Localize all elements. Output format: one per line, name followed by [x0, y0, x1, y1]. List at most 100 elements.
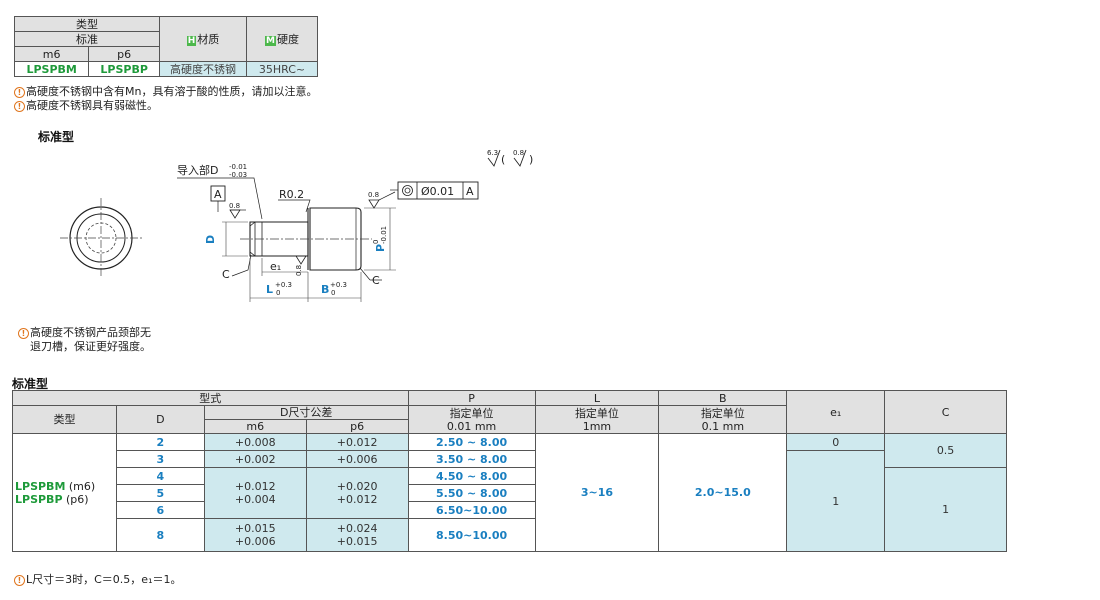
svg-text:-0.01: -0.01: [380, 226, 388, 244]
lead-in-tol-upper: -0.01: [229, 163, 247, 171]
table-row: 5 5.50 ~ 8.00: [13, 484, 1007, 502]
p6-tol: +0.012: [305, 433, 409, 451]
svg-text:0.8: 0.8: [229, 202, 240, 210]
header-type: 类型: [12, 405, 117, 434]
lead-in-label: 导入部D: [177, 163, 218, 177]
table-row: 3 +0.002 +0.006 3.50 ~ 8.00 1: [13, 450, 1007, 552]
p-range: 3.50 ~ 8.00: [407, 450, 536, 468]
warning-icon: !: [18, 327, 29, 339]
header-p: P: [407, 390, 536, 406]
svg-text:0: 0: [372, 240, 380, 244]
footnote: !L尺寸＝3时，C＝0.5，e₁＝1。: [14, 573, 181, 586]
b-label: B: [321, 283, 329, 296]
d-label: D: [204, 235, 217, 244]
svg-text:Ø0.01: Ø0.01: [421, 185, 454, 198]
svg-text:0: 0: [331, 289, 335, 297]
svg-text:): ): [529, 153, 533, 166]
warning-icon: !: [14, 574, 25, 586]
l-label: L: [266, 283, 273, 296]
e1-value: 0: [786, 433, 886, 451]
r-label: R0.2: [279, 188, 304, 201]
m6-header: m6: [13, 46, 90, 62]
type-cell: LPSPBM (m6) LPSPBP (p6): [12, 433, 117, 552]
d-value: 8: [115, 518, 205, 552]
note-mid-2: 退刀槽，保证更好强度。: [30, 340, 151, 353]
technical-drawing: 6.3 ( 0.8 ) 导入部D -0.01 -0.03 A 0.8 R0.2 …: [60, 149, 533, 302]
svg-text:0.8: 0.8: [368, 191, 379, 199]
p6-tol: +0.006: [305, 450, 409, 468]
svg-text:+0.3: +0.3: [275, 281, 292, 289]
code-p6: LPSPBP: [88, 61, 160, 77]
table-row: 8 +0.015+0.006 +0.024+0.015 8.50~10.00: [13, 518, 1007, 552]
c-label-right: C: [372, 274, 380, 287]
surface-roughness-symbol: 6.3 ( 0.8 ): [487, 149, 533, 167]
svg-text:+0.3: +0.3: [330, 281, 347, 289]
svg-text:A: A: [214, 188, 222, 201]
e1-value: 1: [786, 450, 886, 552]
pin-side-view: [240, 207, 372, 271]
p-range: 8.50~10.00: [407, 518, 536, 552]
c-label-left: C: [222, 268, 230, 281]
p6-tol: +0.020+0.012: [305, 467, 409, 519]
d-value: 4: [115, 467, 205, 485]
header-p6: p6: [305, 419, 409, 434]
header-model: 型式: [12, 390, 409, 406]
svg-text:A: A: [466, 185, 474, 198]
table-row: LPSPBM (m6) LPSPBP (p6) 2 +0.008 +0.012 …: [12, 433, 1007, 552]
hardness-badge: M: [265, 35, 276, 46]
svg-text:0.8: 0.8: [295, 265, 303, 276]
header-c: C: [884, 390, 1007, 434]
p-range: 6.50~10.00: [407, 501, 536, 519]
d-value: 2: [115, 433, 205, 451]
p-label: P: [374, 244, 387, 252]
p-range: 4.50 ~ 8.00: [407, 467, 536, 485]
svg-text:(: (: [501, 153, 505, 166]
section-title: 标准型: [38, 130, 75, 144]
p-range: 5.50 ~ 8.00: [407, 484, 536, 502]
p6-header: p6: [88, 46, 160, 62]
header-d: D: [115, 405, 205, 434]
p6-tol: +0.024+0.015: [305, 518, 409, 552]
m6-tol: +0.015+0.006: [203, 518, 307, 552]
p-range: 2.50 ~ 8.00: [407, 433, 536, 451]
e1-label: e₁: [270, 260, 281, 273]
header-m6: m6: [203, 419, 307, 434]
header-e1: e₁: [786, 390, 886, 434]
m6-tol: +0.002: [203, 450, 307, 468]
code-m6: LPSPBM: [13, 61, 90, 77]
hardness-value: 35HRC~: [246, 61, 318, 77]
c-value: 1: [884, 467, 1007, 552]
d-value: 6: [115, 501, 205, 519]
b-value: 2.0~15.0: [658, 433, 788, 552]
svg-text:0: 0: [276, 289, 280, 297]
table-title: 标准型: [12, 377, 49, 391]
svg-text:6.3: 6.3: [487, 149, 498, 157]
note-mid-1: !高硬度不锈钢产品颈部无: [18, 326, 151, 339]
warning-icon: !: [14, 100, 25, 112]
material-value: 高硬度不锈钢: [159, 61, 247, 77]
material-badge: H: [186, 35, 197, 46]
header-l: L: [534, 390, 660, 406]
header-b: B: [658, 390, 788, 406]
d-value: 5: [115, 484, 205, 502]
note-top-2: !高硬度不锈钢具有弱磁性。: [14, 99, 158, 112]
note-top-1: !高硬度不锈钢中含有Mn，具有溶于酸的性质，请加以注意。: [14, 85, 317, 98]
end-view: [60, 198, 142, 278]
standard-header: 标准: [14, 31, 160, 47]
lead-in-tol-lower: -0.03: [229, 171, 247, 179]
concentricity-frame: Ø0.01 A: [390, 181, 479, 200]
d-value: 3: [115, 450, 205, 468]
type-header: 类型: [14, 16, 160, 32]
l-value: 3~16: [534, 433, 660, 552]
svg-text:0.8: 0.8: [513, 149, 524, 157]
header-d-tol: D尺寸公差: [203, 405, 409, 420]
warning-icon: !: [14, 86, 25, 98]
m6-tol: +0.012+0.004: [203, 467, 307, 519]
